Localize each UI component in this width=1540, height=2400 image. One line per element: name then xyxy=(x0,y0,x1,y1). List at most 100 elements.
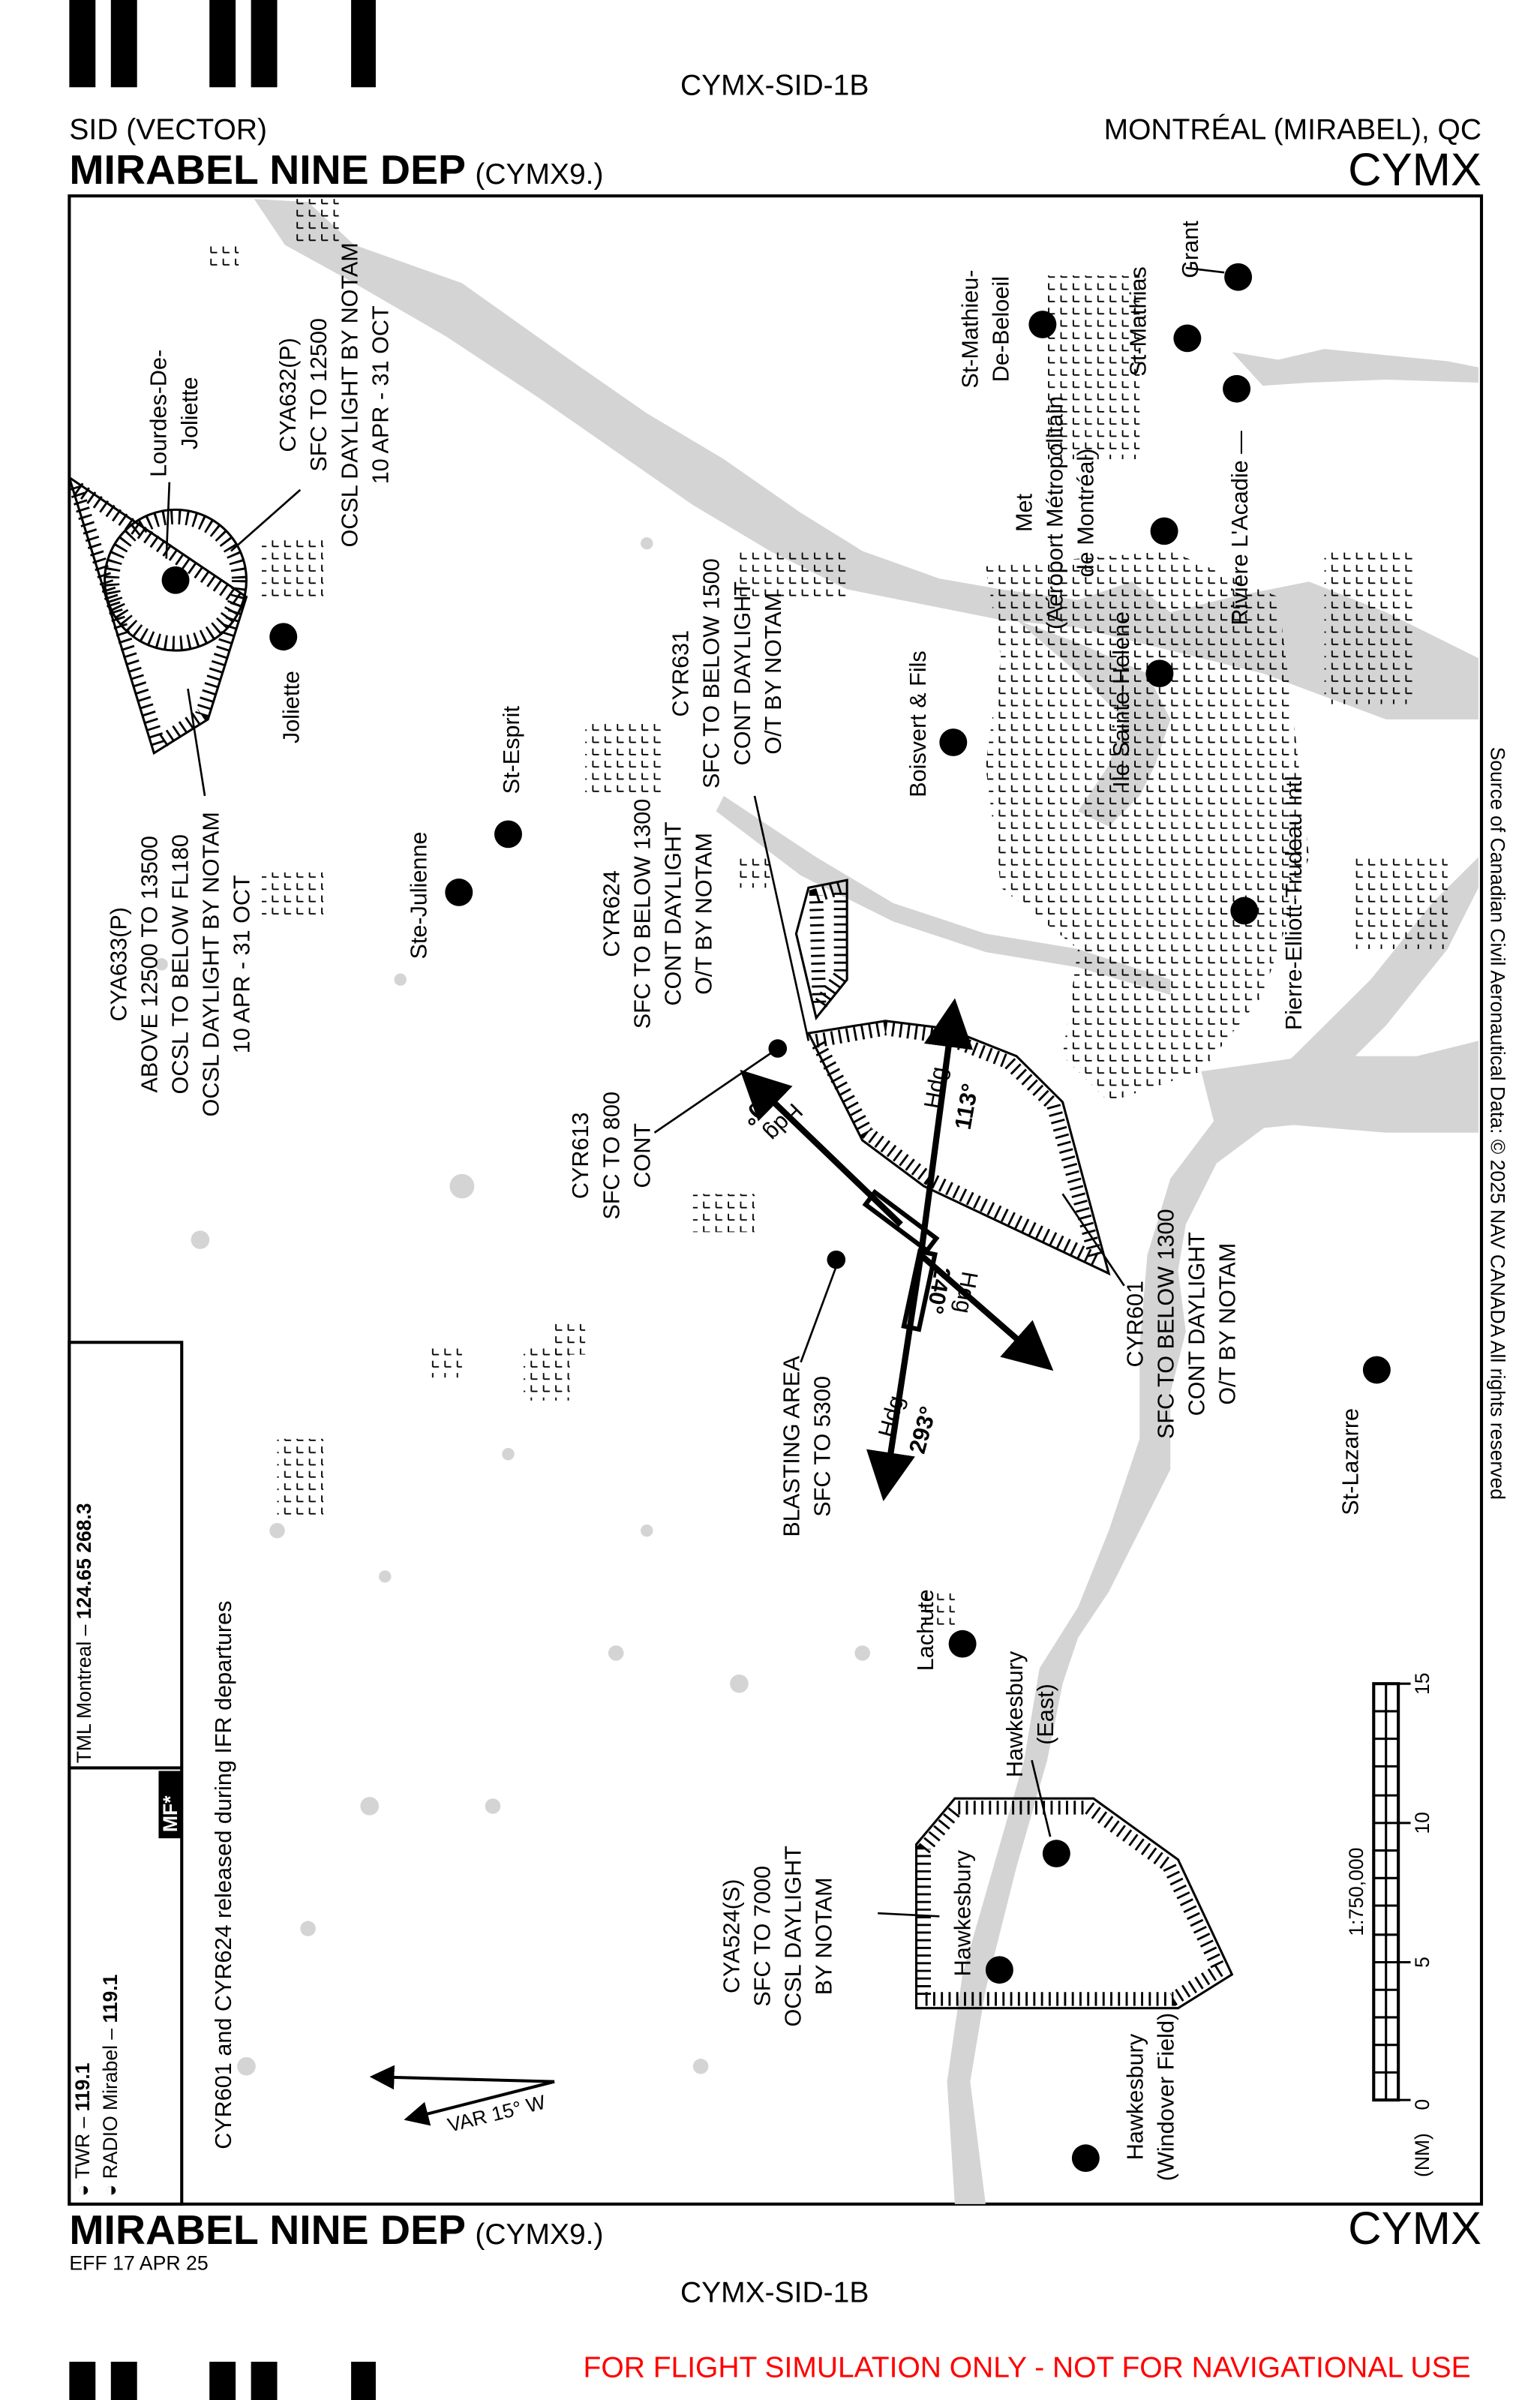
footer-procedure-title: MIRABEL NINE DEP(CYMX9.) xyxy=(69,2206,603,2253)
barcode-bottom xyxy=(69,2361,376,2400)
footer-airport-id: CYMX xyxy=(1348,2203,1481,2254)
label-grant: Grant xyxy=(1177,221,1203,278)
barcode-top xyxy=(69,0,376,88)
label-lourdes: Lourdes-De- xyxy=(146,350,172,477)
label-ile-ste-helene: Ile Sainte-Helene xyxy=(1108,611,1134,788)
procedure-title: MIRABEL NINE DEP(CYMX9.) xyxy=(69,146,603,193)
svg-text:CONT DAYLIGHT: CONT DAYLIGHT xyxy=(659,822,686,1006)
svg-text:10 APR - 31 OCT: 10 APR - 31 OCT xyxy=(367,305,393,484)
svg-text:SFC TO 12500: SFC TO 12500 xyxy=(305,318,332,472)
cya633-area xyxy=(62,469,248,755)
small-lakes xyxy=(155,537,870,2076)
label-st-lazarre: St-Lazarre xyxy=(1337,1408,1364,1515)
label-cyr631: CYR631 xyxy=(668,630,694,717)
label-blasting-area: BLASTING AREA xyxy=(778,1356,804,1537)
simulation-disclaimer: FOR FLIGHT SIMULATION ONLY - NOT FOR NAV… xyxy=(584,2352,1471,2384)
twr-frequency: ◒ TWR – 119.1 xyxy=(71,2062,94,2196)
svg-text:BY NOTAM: BY NOTAM xyxy=(811,1877,837,1995)
svg-text:MF*: MF* xyxy=(159,1795,182,1832)
label-st-mathias: St-Mathias xyxy=(1124,266,1151,376)
cyr631-area xyxy=(794,878,848,1027)
svg-text:O/T BY NOTAM: O/T BY NOTAM xyxy=(760,593,786,755)
label-st-esprit: St-Esprit xyxy=(498,706,524,794)
svg-text:10: 10 xyxy=(1411,1812,1433,1834)
svg-text:O/T BY NOTAM: O/T BY NOTAM xyxy=(690,833,716,995)
hdg-060-track xyxy=(740,1069,903,1227)
label-cya632: CYA632(P) xyxy=(275,338,301,452)
label-cyr624: CYR624 xyxy=(598,870,624,957)
svg-text:Joliette: Joliette xyxy=(176,377,203,449)
hdg-293-track xyxy=(866,1254,924,1502)
svg-text:OCSL DAYLIGHT BY NOTAM: OCSL DAYLIGHT BY NOTAM xyxy=(336,242,362,547)
label-boisvert: Boisvert & Fils xyxy=(905,650,931,797)
radio-frequency: ◒ RADIO Mirabel – 119.1 xyxy=(99,1974,122,2196)
svg-text:CONT DAYLIGHT: CONT DAYLIGHT xyxy=(1183,1232,1209,1416)
cya632-area xyxy=(104,508,248,652)
svg-text:ABOVE 12500 TO 13500: ABOVE 12500 TO 13500 xyxy=(136,836,162,1092)
svg-text:SFC TO 5300: SFC TO 5300 xyxy=(809,1376,835,1517)
chart-id-top: CYMX-SID-1B xyxy=(680,70,869,102)
label-lachute: Lachute xyxy=(912,1589,938,1671)
svg-text:SFC TO BELOW 1300: SFC TO BELOW 1300 xyxy=(629,799,655,1029)
svg-text:0: 0 xyxy=(1411,2099,1433,2110)
airspace-labels: CYA632(P) SFC TO 12500 OCSL DAYLIGHT BY … xyxy=(105,242,1240,2149)
hdg-240-track xyxy=(918,1252,1054,1371)
label-cyr613: CYR613 xyxy=(567,1113,593,1200)
tml-frequency: TML Montreal – 124.65 268.3 xyxy=(73,1503,95,1763)
svg-text:(Windover Field): (Windover Field) xyxy=(1152,2013,1178,2181)
label-trudeau: Pierre-Elliott-Trudeau Intl xyxy=(1280,776,1307,1030)
svg-text:De-Beloeil: De-Beloeil xyxy=(988,276,1014,382)
label-riviere: Riviere L'Acadie — xyxy=(1226,431,1253,625)
svg-text:(Aéroport Métropolitain: (Aéroport Métropolitain xyxy=(1041,396,1067,629)
label-hawkesbury-east: Hawkesbury xyxy=(1001,1651,1028,1777)
airport-labels: Lourdes-De- Joliette Joliette St-Esprit … xyxy=(146,221,1364,2181)
river-east xyxy=(1232,349,1478,386)
lake-deux-montagnes xyxy=(1201,1041,1478,1133)
svg-text:(East): (East) xyxy=(1032,1684,1058,1745)
scale-unit: (NM) xyxy=(1411,2133,1433,2177)
svg-text:OCSL TO BELOW FL180: OCSL TO BELOW FL180 xyxy=(167,834,193,1094)
svg-text:5: 5 xyxy=(1411,1957,1433,1968)
lake-saint-louis xyxy=(947,857,1478,2204)
hdg-113-track xyxy=(917,998,974,1256)
effective-date: EFF 17 APR 25 xyxy=(69,2252,208,2275)
svg-text:de Montréal): de Montréal) xyxy=(1073,449,1099,578)
cya524-area xyxy=(914,1797,1234,2010)
svg-text:CONT: CONT xyxy=(629,1123,655,1188)
svg-text:OCSL DAYLIGHT BY NOTAM: OCSL DAYLIGHT BY NOTAM xyxy=(197,812,224,1116)
label-cya633: CYA633(P) xyxy=(105,907,131,1021)
airport-id: CYMX xyxy=(1348,144,1481,196)
mf-badge xyxy=(158,1771,182,1839)
location: MONTRÉAL (MIRABEL), QC xyxy=(1104,114,1481,146)
svg-text:10 APR - 31 OCT: 10 APR - 31 OCT xyxy=(228,875,254,1053)
label-hawkesbury-windover: Hawkesbury xyxy=(1121,2033,1148,2160)
svg-text:O/T BY NOTAM: O/T BY NOTAM xyxy=(1214,1243,1240,1405)
scale-bar: 1:750,000 (NM) 0 5 10 15 xyxy=(1345,1672,1433,2177)
label-joliette: Joliette xyxy=(278,671,304,743)
svg-text:CONT DAYLIGHT: CONT DAYLIGHT xyxy=(729,581,755,766)
label-cya524: CYA524(S) xyxy=(718,1879,744,1993)
frequency-box: MF* TML Montreal – 124.65 268.3 ◒ TWR – … xyxy=(68,1341,184,2206)
leader-lines xyxy=(165,266,1225,1918)
svg-text:SFC TO BELOW 1300: SFC TO BELOW 1300 xyxy=(1152,1209,1178,1439)
label-met: Met xyxy=(1010,493,1037,531)
cyr613-point xyxy=(768,1039,788,1058)
svg-text:OCSL DAYLIGHT: OCSL DAYLIGHT xyxy=(779,1846,806,2027)
svg-text:SFC TO BELOW 1500: SFC TO BELOW 1500 xyxy=(698,558,725,788)
label-hawkesbury: Hawkesbury xyxy=(949,1849,975,1976)
urban-areas xyxy=(208,199,1448,1630)
cyr624-area xyxy=(805,1020,1111,1276)
label-st-mathieu: St-Mathieu- xyxy=(957,270,983,389)
procedure-type: SID (VECTOR) xyxy=(69,114,267,146)
source-note: Source of Canadian Civil Aeronautical Da… xyxy=(1486,747,1508,1500)
svg-text:SFC TO 7000: SFC TO 7000 xyxy=(749,1866,775,2007)
departure-headings xyxy=(740,998,1054,1502)
label-cyr601: CYR601 xyxy=(1121,1281,1148,1368)
svg-text:SFC TO 800: SFC TO 800 xyxy=(598,1092,624,1220)
svg-text:15: 15 xyxy=(1411,1672,1433,1695)
scale-ratio: 1:750,000 xyxy=(1345,1848,1367,1936)
blasting-area-point xyxy=(827,1250,846,1269)
label-ste-julienne: Ste-Julienne xyxy=(406,831,432,959)
